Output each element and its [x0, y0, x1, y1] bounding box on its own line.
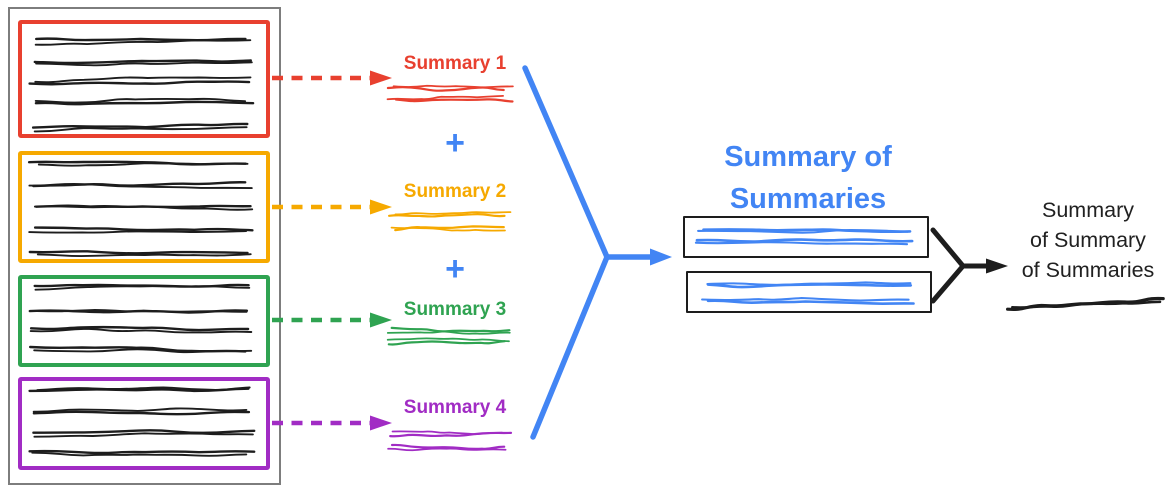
final-summary-label: Summary of Summary of Summaries [1006, 195, 1170, 285]
final-summary-scribble [1006, 296, 1165, 312]
summary-2-scribble [388, 211, 512, 232]
document-1-text-scribble [28, 37, 255, 133]
plus-sign-1: + [445, 124, 465, 162]
final-label-line-2: of Summary [1030, 228, 1146, 252]
summary-of-summaries-title: Summary of Summaries [688, 136, 928, 220]
document-3-box [18, 275, 270, 367]
document-2-text-scribble [27, 160, 254, 258]
summary-2-label: Summary 2 [403, 181, 507, 202]
summary-1-scribble [386, 84, 514, 103]
summary-4-scribble [387, 430, 513, 452]
summary-3-label: Summary 3 [403, 299, 507, 320]
document-4-box [18, 377, 270, 470]
summary-of-summaries-box-1 [683, 216, 929, 258]
final-label-line-1: Summary [1042, 198, 1134, 222]
summary-3-dashed-arrow-icon [272, 312, 392, 328]
summary-of-summaries-scribble-2 [701, 281, 915, 306]
summary-3-scribble [386, 326, 511, 346]
plus-sign-2: + [445, 250, 465, 288]
summary-of-summaries-box-2 [686, 271, 932, 313]
document-1-box [18, 20, 270, 138]
title-line-2: Summaries [729, 183, 887, 215]
merge-arrow-icon [522, 65, 672, 440]
document-2-box [18, 151, 270, 263]
summary-4-label: Summary 4 [403, 397, 507, 418]
summary-1-dashed-arrow-icon [272, 70, 392, 86]
final-label-line-3: of Summaries [1021, 258, 1155, 282]
title-line-1: Summary of [724, 141, 892, 173]
summary-4-dashed-arrow-icon [272, 415, 392, 431]
summary-of-summaries-scribble-1 [694, 228, 914, 246]
document-3-text-scribble [28, 283, 253, 354]
final-merge-arrow-icon [930, 227, 1008, 304]
document-4-text-scribble [28, 386, 256, 457]
summary-2-dashed-arrow-icon [272, 199, 392, 215]
summary-1-label: Summary 1 [403, 53, 507, 74]
